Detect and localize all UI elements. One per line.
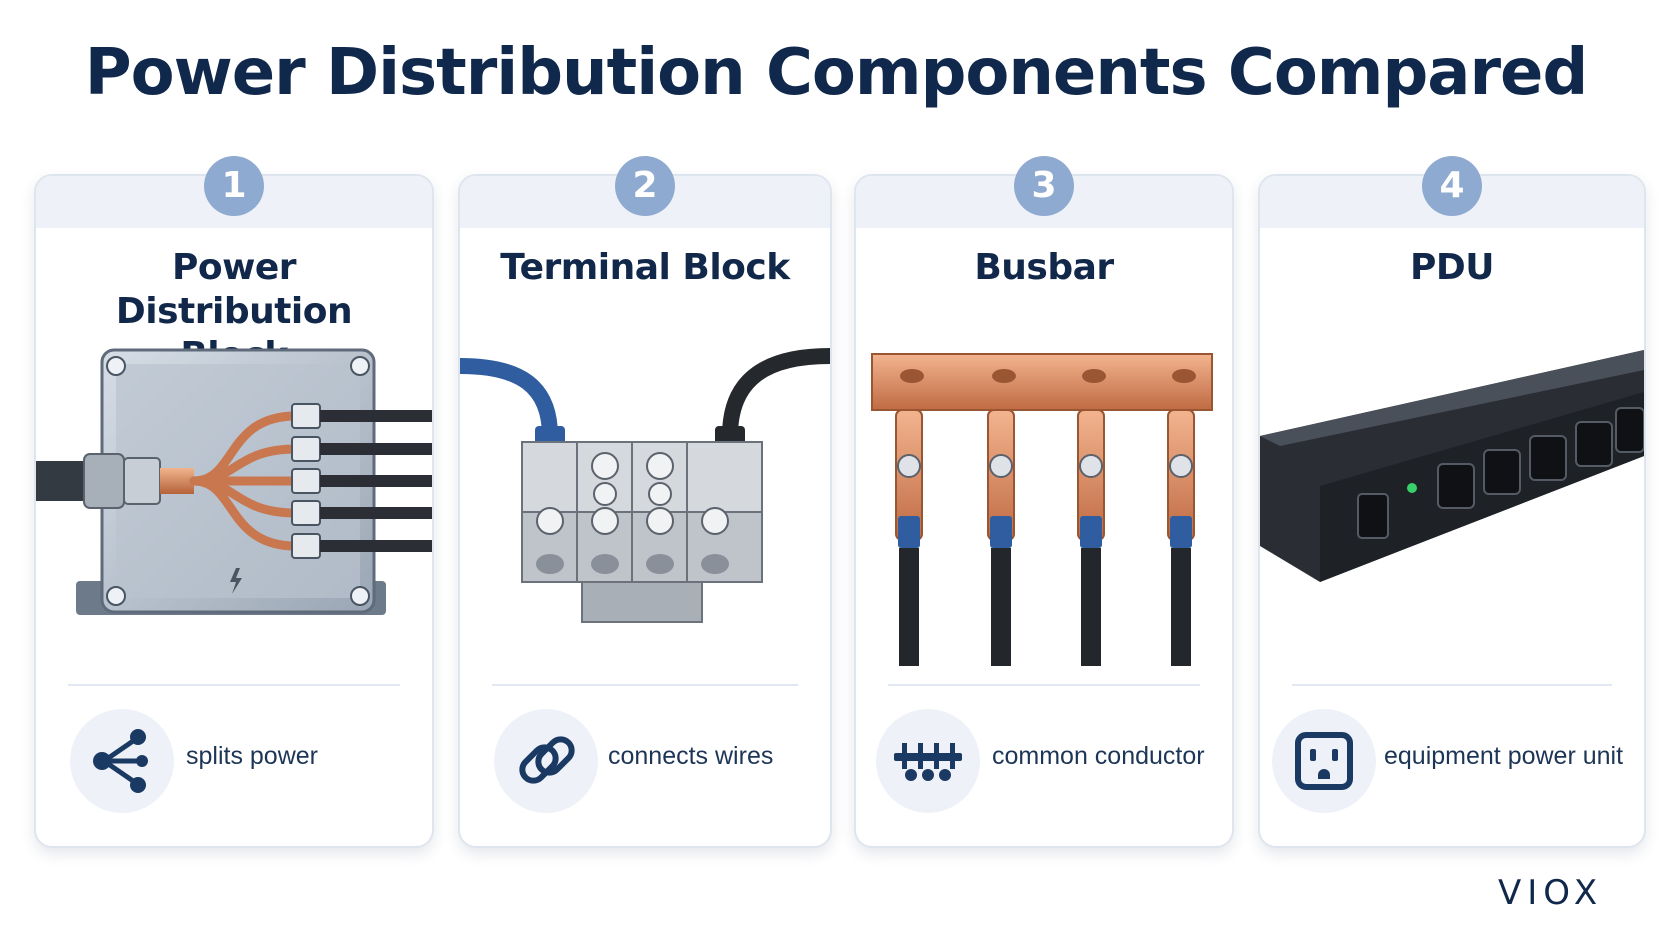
card-number-badge: 4 <box>1422 156 1482 216</box>
card-divider <box>68 684 400 686</box>
card-busbar: 3 Busbar <box>854 156 1234 848</box>
power-distribution-block-illustration <box>36 346 432 666</box>
feature-label: common conductor <box>992 742 1205 770</box>
chain-link-icon <box>494 709 598 813</box>
feature-label: connects wires <box>608 742 774 770</box>
card-power-distribution-block: 1 Power Distribution Block <box>34 156 434 848</box>
card-number-badge: 1 <box>204 156 264 216</box>
card-pdu: 4 PDU equipment power unit <box>1258 156 1646 848</box>
feature-label: equipment power unit <box>1384 742 1624 770</box>
share-split-icon <box>70 709 174 813</box>
busbar-icon <box>876 709 980 813</box>
outlet-icon <box>1272 709 1376 813</box>
viox-logo: VIOX <box>1498 873 1603 911</box>
feature-label: splits power <box>186 742 318 770</box>
card-divider <box>492 684 798 686</box>
card-title: PDU <box>1410 247 1495 288</box>
svg-text:VIOX: VIOX <box>1498 873 1603 911</box>
page-title: Power Distribution Components Compared <box>84 36 1589 110</box>
card-terminal-block: 2 Terminal Block <box>458 156 832 848</box>
card-number-badge: 2 <box>615 156 675 216</box>
card-divider <box>1292 684 1612 686</box>
card-title: Terminal Block <box>500 247 790 288</box>
terminal-block-illustration <box>460 346 830 666</box>
busbar-illustration <box>856 346 1232 666</box>
card-title: Busbar <box>974 247 1114 288</box>
pdu-illustration <box>1260 346 1644 666</box>
card-divider <box>888 684 1200 686</box>
card-number-badge: 3 <box>1014 156 1074 216</box>
